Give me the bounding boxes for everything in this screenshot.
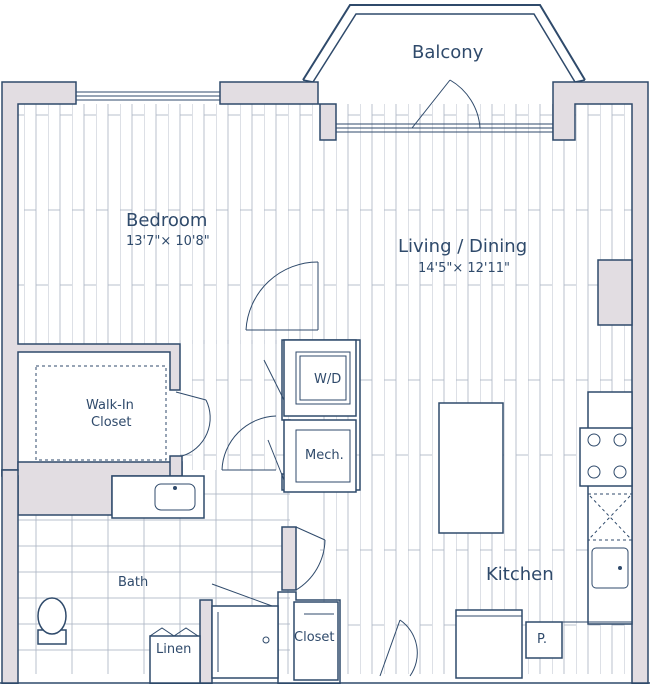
bedroom-lower-floor: [180, 340, 290, 470]
refrigerator: [455, 609, 523, 679]
mech-label: Mech.: [305, 448, 344, 463]
bedroom-door: [245, 261, 319, 331]
kitchen-counter: [579, 391, 633, 625]
kitchen-label: Kitchen: [486, 564, 554, 585]
bedroom-dimensions: 13'7"× 10'8": [126, 234, 210, 249]
living-dining-label: Living / Dining: [398, 236, 528, 257]
wd-label: W/D: [314, 372, 342, 387]
pantry: [525, 621, 563, 659]
hall-closet: [293, 601, 418, 681]
wd-closet: [263, 339, 357, 417]
balcony-door: [411, 79, 481, 129]
entry-door: [295, 526, 326, 591]
bath-door: [221, 415, 277, 471]
pantry-label: P.: [537, 632, 547, 647]
walk-in-shelving: [35, 365, 167, 461]
walk-in-door: [175, 391, 211, 457]
bedroom-label: Bedroom: [126, 210, 208, 231]
bedroom-window: [76, 91, 220, 101]
walk-in-closet-label-line1: Walk-In: [86, 398, 134, 413]
linen-label: Linen: [156, 642, 192, 657]
living-floor: [320, 104, 632, 674]
mech-closet: [267, 419, 357, 493]
living-window: [336, 123, 553, 133]
kitchen-island: [438, 402, 504, 534]
balcony-label: Balcony: [412, 42, 484, 63]
bath-vanity: [111, 475, 205, 519]
living-dining-dimensions: 14'5"× 12'11": [418, 261, 511, 276]
bath-label: Bath: [118, 575, 149, 590]
walk-in-closet-label-line2: Closet: [91, 415, 132, 430]
linen-closet: [149, 627, 201, 684]
closet-label: Closet: [294, 630, 335, 645]
bedroom-floor: [18, 104, 320, 344]
walls: [1, 81, 649, 684]
toilet-icon: [37, 597, 67, 645]
shower: [211, 583, 279, 679]
